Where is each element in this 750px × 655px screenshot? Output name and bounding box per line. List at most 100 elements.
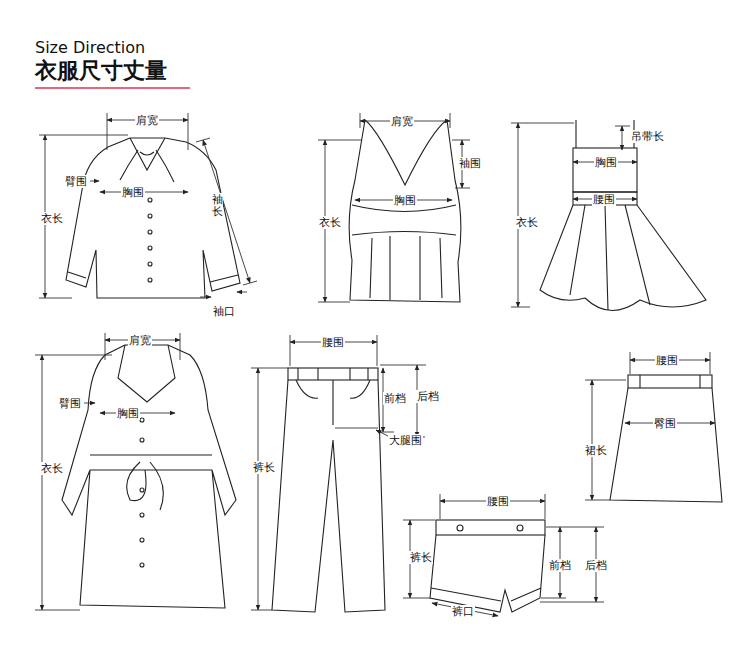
drawing-part [148, 198, 152, 202]
drawing-part [431, 588, 541, 601]
drawing-part [615, 126, 630, 127]
garment-outlines [62, 120, 722, 612]
drawing-part [196, 138, 257, 285]
measure-label: 肩宽 [135, 114, 159, 127]
drawing-part [436, 520, 545, 535]
measure-label: 胸围 [393, 194, 417, 207]
drawing-part [140, 488, 144, 492]
title-underline [35, 87, 190, 89]
drawing-part [430, 535, 545, 612]
drawing-part [576, 120, 634, 148]
drawing-part [349, 120, 461, 302]
drawing-part [203, 140, 250, 283]
drawing-part [370, 236, 442, 300]
measure-label: 裤口 [451, 605, 475, 618]
drawing-part [457, 525, 463, 531]
drawing-part [148, 278, 152, 282]
measure-label: 袖长 [212, 193, 223, 219]
measure-label: 臂围 [64, 175, 88, 188]
drawing-part [66, 138, 240, 298]
drawing-part [640, 375, 700, 388]
drawing-part [140, 538, 144, 542]
drawing-part [298, 368, 368, 380]
drawing-part [376, 430, 388, 436]
measure-label: 大腿围 [388, 434, 423, 447]
drawing-part [540, 205, 706, 311]
drawing-part [258, 368, 259, 610]
drawing-part [610, 388, 722, 502]
measure-label: 衣长 [40, 462, 64, 475]
measure-label: 胸围 [121, 186, 145, 199]
measure-label: 胸围 [594, 156, 618, 169]
drawing-part [318, 140, 362, 302]
measure-label: 臂围 [58, 397, 82, 410]
measure-label: 后档 [416, 390, 440, 403]
measure-label: 衣长 [318, 216, 342, 229]
drawing-part [335, 428, 378, 429]
measure-label: 衣长 [40, 212, 64, 225]
drawing-part [403, 520, 435, 598]
drawing-part [630, 352, 710, 374]
drawing-part [511, 123, 574, 307]
drawing-part [107, 113, 188, 150]
drawing-part [272, 380, 385, 612]
drawing-part [127, 462, 164, 510]
measure-label: 裤长 [252, 461, 276, 474]
drawing-part [90, 181, 99, 182]
drawing-part [237, 292, 247, 293]
drawing-part [570, 205, 650, 310]
drawing-part [628, 375, 712, 388]
drawing-part [62, 345, 236, 608]
measure-label: 腰围 [592, 193, 616, 206]
drawing-part [68, 272, 238, 282]
measure-label: 肩宽 [128, 334, 152, 347]
drawing-part [105, 333, 180, 360]
drawing-part [622, 126, 623, 150]
drawing-part [120, 150, 174, 182]
measure-label: 腰围 [655, 354, 679, 367]
drawing-part [148, 198, 152, 282]
drawing-part [140, 513, 144, 517]
drawing-part [440, 494, 545, 519]
drawing-part [585, 380, 626, 500]
drawing-part [140, 563, 144, 567]
drawing-part [148, 246, 152, 250]
measure-label: 腰围 [486, 495, 510, 508]
drawing-part [296, 380, 370, 425]
drawing-part [148, 262, 152, 266]
page-title: 衣服尺寸丈量 [35, 58, 167, 84]
drawing-part [148, 230, 152, 234]
drawing-part [118, 345, 175, 402]
dimension-lines [35, 113, 715, 616]
measure-label: 臀围 [653, 417, 677, 430]
drawing-part [290, 335, 377, 366]
measure-label: 腰围 [321, 336, 345, 349]
measure-label: 后档 [584, 559, 608, 572]
drawing-part [573, 148, 637, 192]
drawing-part [140, 418, 144, 567]
drawing-part [35, 355, 112, 610]
drawing-part [140, 418, 144, 422]
drawing-part [84, 403, 95, 404]
drawing-part [573, 192, 637, 205]
measure-label: 裤长 [409, 551, 433, 564]
drawing-part [360, 113, 450, 128]
measure-label: 衣长 [515, 216, 539, 229]
drawing-part [200, 297, 211, 298]
drawing-part [39, 135, 128, 298]
page-subtitle: Size Direction [35, 38, 145, 57]
drawing-part [42, 355, 43, 610]
measure-label: 胸围 [116, 407, 140, 420]
drawing-part [592, 380, 593, 500]
drawing-part [518, 123, 519, 307]
drawing-part [352, 205, 456, 235]
measure-label: 袖口 [212, 305, 236, 318]
drawing-part [148, 214, 152, 218]
measure-label: 裙长 [584, 444, 608, 457]
drawing-part [288, 368, 378, 380]
measure-label: 前档 [548, 559, 572, 572]
measure-label: 吊带长 [630, 130, 665, 143]
measure-label: 袖围 [458, 157, 482, 170]
